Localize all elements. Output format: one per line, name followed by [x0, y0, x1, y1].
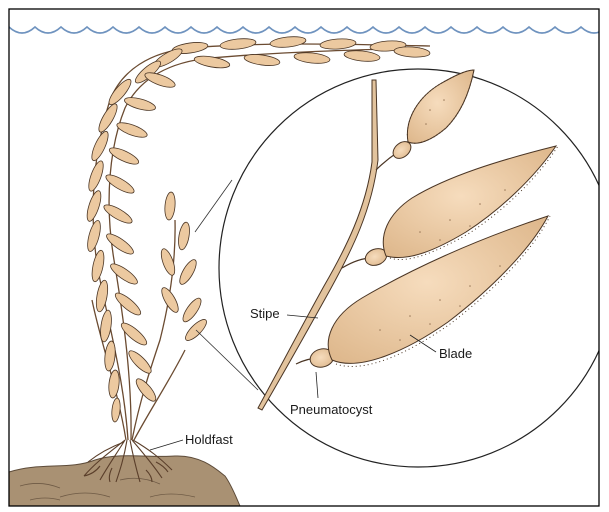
- blade-label: Blade: [439, 346, 472, 361]
- holdfast-label: Holdfast: [185, 432, 233, 447]
- stipe-label: Stipe: [250, 306, 280, 321]
- pneumatocyst-label: Pneumatocyst: [290, 402, 373, 417]
